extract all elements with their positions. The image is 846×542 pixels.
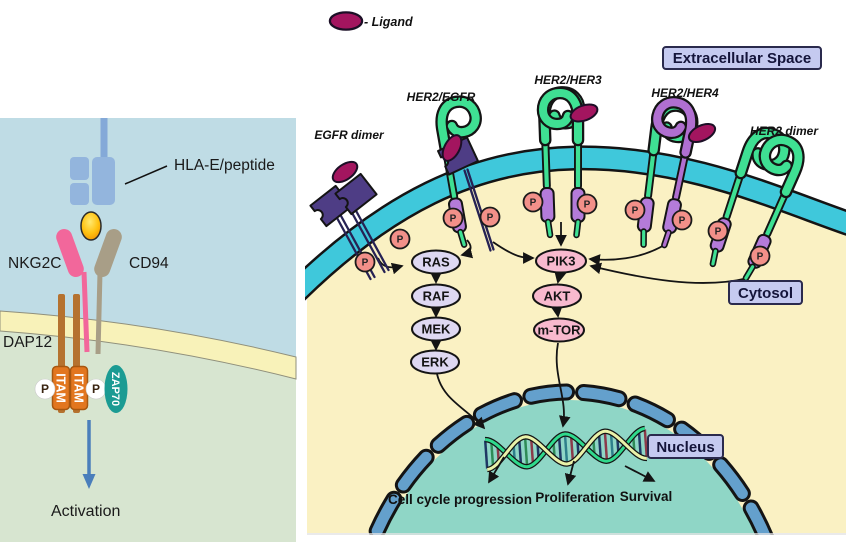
phosphate-left	[34, 378, 56, 400]
her2-signaling-panel: RAS RAF MEK ERK PIK3 AKT	[305, 11, 846, 535]
legend-ligand-oval	[328, 11, 364, 31]
mek-label: MEK	[422, 322, 452, 337]
cd94-stalk	[95, 271, 103, 355]
mek-node: MEK	[411, 316, 461, 342]
phosphate-badge	[522, 191, 544, 213]
arrow-erk-to-dna	[436, 373, 486, 430]
zap70-oval	[104, 365, 128, 413]
hla-domain-1	[70, 157, 89, 180]
extracellular-box-rect	[662, 46, 822, 70]
mek-oval	[411, 316, 461, 342]
peptide	[80, 211, 102, 241]
arrow-dna-to-cellcycle	[488, 456, 505, 484]
dap12-label: DAP12	[3, 334, 52, 351]
activation-arrow	[82, 420, 96, 489]
nkg2c-label: NKG2C	[8, 255, 61, 272]
nucleus-region	[366, 383, 774, 535]
extracellular-space-box: Extracellular Space	[662, 46, 822, 70]
arrow-dna-to-proliferation	[564, 460, 577, 486]
phosphate-badge	[442, 207, 464, 229]
mtor-node: m-TOR	[533, 317, 585, 343]
cd94-label: CD94	[129, 255, 169, 272]
pi3k-cascade: PIK3 AKT m-TOR	[532, 248, 587, 343]
ras-oval	[411, 249, 461, 275]
erk-label: ERK	[421, 355, 449, 370]
hla-stalk	[100, 118, 108, 163]
arrow-her2egfr-to-ras	[460, 239, 474, 259]
nuclear-envelope	[369, 386, 771, 535]
her2-egfr-label: HER2/EGFR	[407, 90, 476, 104]
akt-oval	[532, 283, 582, 309]
nk-cell-panel: ZAP70 HLA-E/peptide NKG2C CD94 DAP12 Act…	[0, 118, 297, 542]
phosphate-badge	[707, 220, 729, 242]
mtor-oval	[533, 317, 585, 343]
raf-node: RAF	[411, 283, 461, 309]
mapk-cascade: RAS RAF MEK ERK	[410, 249, 461, 375]
cytosol-box-rect	[728, 280, 803, 305]
akt-node: AKT	[532, 283, 582, 309]
raf-label: RAF	[423, 289, 450, 304]
legend-ligand-label: - Ligand	[364, 15, 413, 29]
activation-arrow-head	[82, 474, 96, 489]
arrow-akt-mtor	[550, 304, 564, 318]
ligand-legend: - Ligand	[328, 11, 413, 31]
phosphate-right	[85, 378, 107, 400]
hla-e-peptide-label: HLA-E/peptide	[174, 157, 275, 174]
nkg2c-stalk	[81, 271, 90, 353]
signal-arrows	[377, 222, 749, 486]
pik3-label: PIK3	[547, 254, 576, 269]
dna-strand-b	[486, 429, 648, 472]
phosphate-badge	[576, 193, 598, 215]
zap70-label: ZAP70	[109, 372, 121, 406]
akt-label: AKT	[544, 289, 571, 304]
hla-domain-2	[70, 183, 89, 205]
arrow-her2her4-to-pik3	[588, 243, 667, 266]
her2-her4-label: HER2/HER4	[651, 86, 719, 100]
arrow-her2egfr-to-pik3	[492, 241, 535, 264]
phosphate-badge	[671, 209, 693, 231]
her2-egfr-dimer	[432, 99, 498, 251]
mtor-label: m-TOR	[537, 323, 581, 338]
egfr-dimer-label: EGFR dimer	[314, 128, 385, 142]
hla-domain-3	[92, 157, 115, 205]
nucleus-box: Nucleus	[647, 434, 724, 459]
phosphate-badge	[389, 228, 411, 250]
itam-box-2	[69, 365, 89, 411]
nucleus-box-rect	[647, 434, 724, 459]
arrow-mtor-to-dna	[555, 342, 571, 428]
raf-oval	[411, 283, 461, 309]
outcome-proliferation: Proliferation	[535, 490, 615, 505]
hla-pointer-line	[124, 165, 168, 185]
zap70-kinase: ZAP70	[104, 365, 128, 413]
cytosol-label: Cytosol	[738, 285, 793, 302]
extracellular-space-label: Extracellular Space	[673, 50, 811, 67]
her2-her3-label: HER2/HER3	[534, 73, 602, 87]
erk-oval	[410, 349, 460, 375]
arrow-pik3-akt	[554, 269, 567, 284]
erk-node: ERK	[410, 349, 460, 375]
her2-egfr-stem	[463, 168, 495, 252]
phosphate-badge	[354, 251, 376, 273]
her2-dimer-label: HER2 dimer	[750, 124, 819, 138]
phosphate-badge	[749, 245, 771, 267]
nkg2c-receptor	[56, 229, 84, 277]
phosphate-badge	[624, 199, 646, 221]
outcome-cell-cycle: Cell cycle progression	[388, 492, 532, 507]
pik3-node: PIK3	[535, 248, 587, 274]
nucleoplasm	[384, 400, 756, 535]
activation-label: Activation	[51, 503, 120, 520]
dna-helix	[483, 425, 649, 473]
nucleus-label: Nucleus	[656, 439, 714, 456]
phosphate-badge	[479, 206, 501, 228]
dna-strand-a	[484, 426, 646, 469]
hla-e-complex	[70, 118, 115, 205]
pik3-oval	[535, 248, 587, 274]
ras-node: RAS	[411, 249, 461, 275]
cd94-receptor	[94, 229, 122, 277]
arrow-dna-to-survival	[624, 465, 656, 482]
outcome-survival: Survival	[620, 489, 673, 504]
ras-label: RAS	[422, 255, 450, 270]
cytosol-box: Cytosol	[728, 280, 803, 305]
